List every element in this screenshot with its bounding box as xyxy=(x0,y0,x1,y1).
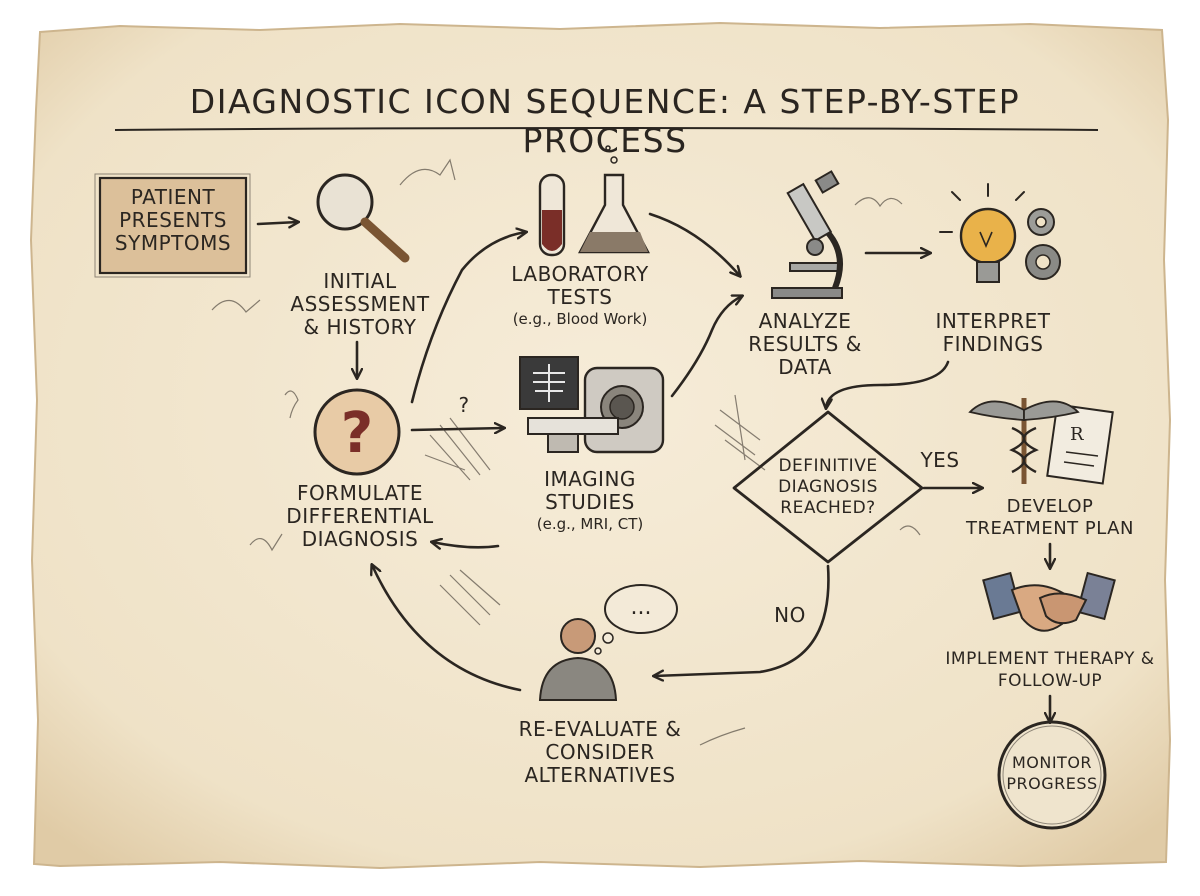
arrow-imaging-to-analyze xyxy=(670,296,742,398)
arrow-differential-to-lab xyxy=(410,232,526,404)
reevaluate-label: RE-EVALUATE & CONSIDER ALTERNATIVES xyxy=(518,717,682,787)
interpret-label: INTERPRET FINDINGS xyxy=(935,309,1051,356)
scribble-decorations xyxy=(211,158,921,746)
test-tube-flask-icon xyxy=(538,145,650,257)
microscope-icon xyxy=(771,170,843,299)
person-thinking-icon: ... xyxy=(538,584,678,701)
no-edge-label: NO xyxy=(774,603,806,627)
imaging-title: IMAGING STUDIES xyxy=(544,467,636,514)
svg-text:...: ... xyxy=(631,595,652,620)
lab-subtitle: (e.g., Blood Work) xyxy=(512,310,648,328)
treatment-label: DEVELOP TREATMENT PLAN xyxy=(966,496,1134,539)
arrow-interpret-to-decision xyxy=(826,360,950,408)
imaging-label: IMAGING STUDIES (e.g., MRI, CT) xyxy=(505,468,675,534)
arrow-imaging-back xyxy=(432,542,500,547)
analyze-label: ANALYZE RESULTS & DATA xyxy=(748,309,862,379)
decision-label: DEFINITIVE DIAGNOSIS REACHED? xyxy=(778,456,878,518)
arrow-patient-to-assessment xyxy=(256,222,298,224)
question-mark-icon: ? xyxy=(313,388,401,476)
monitor-label: MONITOR PROGRESS xyxy=(1006,753,1098,793)
page-title: DIAGNOSTIC ICON SEQUENCE: A STEP-BY-STEP… xyxy=(189,82,1021,160)
patient-label: PATIENT PRESENTS SYMPTOMS xyxy=(114,185,232,255)
patient-box xyxy=(98,176,248,275)
differential-label: FORMULATE DIFFERENTIAL DIAGNOSIS xyxy=(286,481,434,551)
assessment-label: INITIAL ASSESSMENT & HISTORY xyxy=(290,269,430,339)
mri-scanner-icon xyxy=(519,356,665,454)
svg-text:R: R xyxy=(1070,424,1084,445)
decision-diamond xyxy=(732,410,924,564)
svg-text:?: ? xyxy=(341,401,373,466)
arrow-reevaluate-to-differential xyxy=(372,565,522,692)
caduceus-prescription-icon: R xyxy=(968,398,1114,485)
question-edge-label: ? xyxy=(458,393,470,417)
imaging-subtitle: (e.g., MRI, CT) xyxy=(536,515,644,533)
arrow-decision-no xyxy=(654,564,830,676)
arrow-lab-to-analyze xyxy=(648,212,740,276)
title-underline xyxy=(114,127,1099,131)
yes-edge-label: YES xyxy=(920,448,960,472)
magnifying-glass-icon xyxy=(316,173,410,263)
implement-label: IMPLEMENT THERAPY & FOLLOW-UP xyxy=(945,649,1155,691)
handshake-icon xyxy=(982,571,1116,632)
lightbulb-gears-icon xyxy=(939,183,1061,283)
lab-title: LABORATORY TESTS xyxy=(511,262,649,309)
lab-label: LABORATORY TESTS (e.g., Blood Work) xyxy=(495,263,665,329)
